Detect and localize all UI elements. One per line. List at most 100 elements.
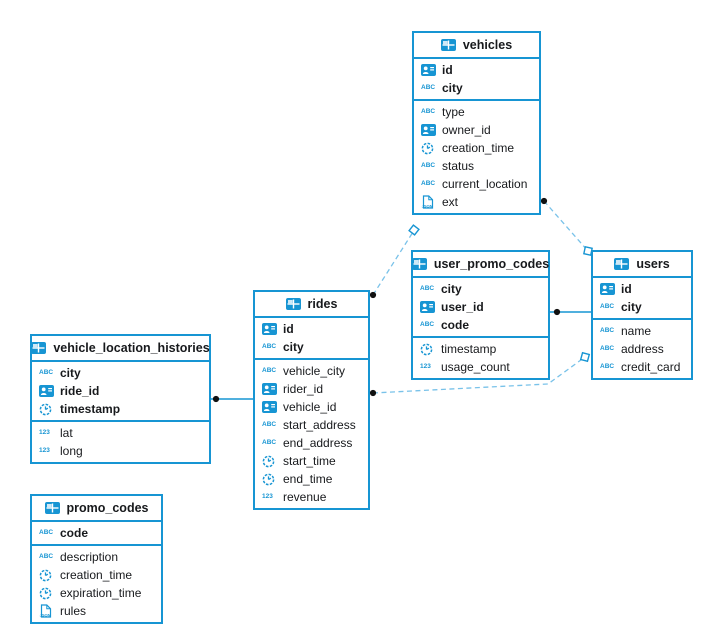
- text-type-icon: ABC: [421, 83, 437, 92]
- id-badge-icon: [39, 385, 55, 397]
- field-start_time[interactable]: start_time: [255, 452, 368, 470]
- table-grid-icon: [440, 39, 457, 51]
- id-badge-icon: [420, 301, 436, 313]
- field-name: revenue: [283, 490, 327, 504]
- table-header[interactable]: rides: [255, 292, 368, 318]
- relationship-rides-users-line[interactable]: [372, 356, 586, 394]
- field-code[interactable]: ABC code: [413, 316, 548, 334]
- table-title: user_promo_codes: [433, 257, 550, 271]
- number-type-icon: 123: [262, 492, 273, 500]
- table-title: rides: [307, 297, 338, 311]
- id-badge-icon: [600, 283, 616, 295]
- field-name: id: [621, 282, 632, 296]
- field-start_address[interactable]: ABC start_address: [255, 416, 368, 434]
- field-name: code: [60, 526, 89, 540]
- field-current_location[interactable]: ABC current_location: [414, 175, 539, 193]
- field-name: description: [60, 550, 119, 564]
- text-type-icon: ABC: [421, 180, 437, 188]
- svg-text:JSON: JSON: [40, 613, 51, 618]
- id-badge-icon: [262, 323, 278, 335]
- field-expiration_time[interactable]: expiration_time: [32, 584, 161, 602]
- field-city[interactable]: ABC city: [255, 338, 368, 356]
- field-type[interactable]: ABC type: [414, 103, 539, 121]
- field-end_time[interactable]: end_time: [255, 470, 368, 488]
- field-code[interactable]: ABC code: [32, 524, 161, 542]
- table-header[interactable]: vehicle_location_histories: [31, 336, 210, 362]
- field-creation_time[interactable]: creation_time: [414, 139, 539, 157]
- field-vehicle_id[interactable]: vehicle_id: [255, 398, 368, 416]
- table-header[interactable]: user_promo_codes: [411, 252, 550, 278]
- table-header[interactable]: promo_codes: [32, 496, 161, 522]
- clock-icon: [421, 142, 437, 155]
- field-city[interactable]: ABC city: [414, 79, 539, 97]
- relationship-vehicles-users-line[interactable]: [543, 200, 589, 252]
- field-ride_id[interactable]: ride_id: [32, 382, 209, 400]
- field-name: current_location: [442, 177, 528, 191]
- field-owner_id[interactable]: owner_id: [414, 121, 539, 139]
- text-type-icon: ABC: [39, 553, 55, 561]
- field-name: ext: [442, 195, 459, 209]
- table-header[interactable]: users: [593, 252, 691, 278]
- text-type-icon: ABC: [39, 528, 54, 536]
- text-type-icon: ABC: [600, 345, 616, 353]
- cardinality-dot-marker: [540, 197, 548, 205]
- text-type-icon: ABC: [262, 421, 278, 429]
- text-type-icon: ABC: [262, 343, 278, 351]
- field-name: timestamp: [441, 342, 497, 356]
- table-header[interactable]: vehicles: [414, 33, 539, 59]
- field-timestamp[interactable]: timestamp: [413, 340, 548, 358]
- id-badge-icon: [421, 124, 437, 136]
- field-user_id[interactable]: user_id: [413, 298, 548, 316]
- field-id[interactable]: id: [414, 61, 539, 79]
- relationship-rides-vehicles-line[interactable]: [372, 231, 414, 296]
- text-type-icon: ABC: [420, 285, 436, 293]
- text-type-icon: ABC: [420, 320, 435, 328]
- field-name: code: [441, 318, 470, 332]
- field-timestamp[interactable]: timestamp: [32, 400, 209, 418]
- field-description[interactable]: ABC description: [32, 548, 161, 566]
- field-creation_time[interactable]: creation_time: [32, 566, 161, 584]
- table-grid-icon: [44, 502, 61, 514]
- field-id[interactable]: id: [593, 280, 691, 298]
- clock-icon: [39, 403, 55, 416]
- field-name: city: [442, 81, 463, 95]
- field-name: type: [442, 105, 465, 119]
- field-name: city: [283, 340, 304, 354]
- text-type-icon: ABC: [421, 83, 436, 91]
- text-type-icon: ABC: [421, 108, 437, 116]
- text-type-icon: ABC: [420, 320, 436, 329]
- field-id[interactable]: id: [255, 320, 368, 338]
- json-type-icon: JSON: [39, 604, 55, 618]
- table-grid-icon: [614, 258, 630, 270]
- text-type-icon: ABC: [262, 366, 277, 374]
- field-rider_id[interactable]: rider_id: [255, 380, 368, 398]
- field-name: start_address: [283, 418, 356, 432]
- field-name: timestamp: [60, 402, 121, 416]
- id-badge-icon: [421, 64, 437, 76]
- field-revenue[interactable]: 123 revenue: [255, 488, 368, 506]
